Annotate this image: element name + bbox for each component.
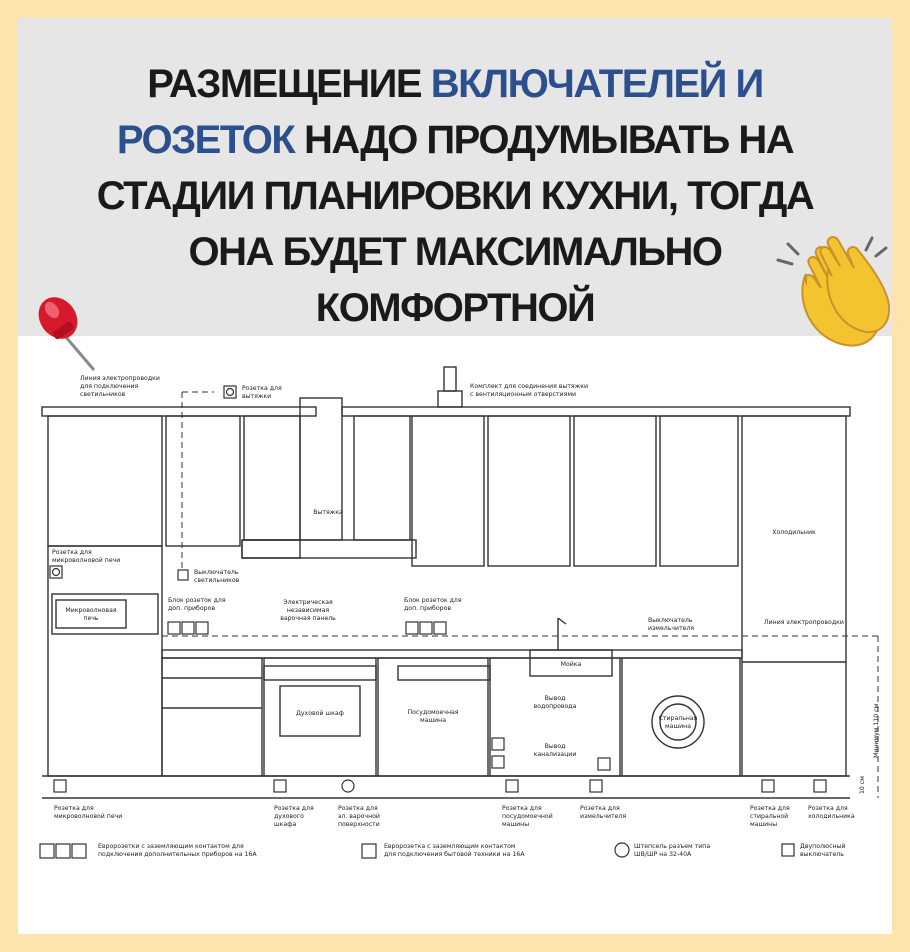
label-hood-socket-2: вытяжки xyxy=(242,393,271,400)
bottom-label-fridge-2: холодильника xyxy=(808,813,855,820)
label-min-height: Минимум 110 см xyxy=(873,703,880,758)
label-wiring-lights-2: для подключения xyxy=(80,383,138,390)
sink-bowl xyxy=(529,649,613,677)
label-wiring-lights-1: Линия электропроводки xyxy=(80,375,160,382)
label-micro-socket-2: микроволновой печи xyxy=(52,556,120,564)
title-highlight-1: ВКЛЮЧАТЕЛЕЙ И xyxy=(430,62,765,106)
label-fridge: Холодильник xyxy=(772,529,816,536)
label-light-switch-2: светильников xyxy=(194,577,240,584)
title-part-5: КОМФОРТНОЙ xyxy=(315,286,596,330)
label-wiring-lights-3: светильников xyxy=(80,391,126,398)
label-vent-kit-2: с вентиляционным отверстиями xyxy=(470,391,576,398)
label-dishwasher-1: Посудомоечная xyxy=(407,709,458,716)
label-extra-block-2: доп. приборов xyxy=(168,604,215,612)
poster-title: РАЗМЕЩЕНИЕ ВКЛЮЧАТЕЛЕЙ И РОЗЕТОК НАДО ПР… xyxy=(38,56,872,336)
bottom-label-oven-1: Розетка для xyxy=(274,805,314,812)
label-grinder-switch-1: Выключатель xyxy=(648,617,693,624)
bottom-label-micro-2: микроволновой печи xyxy=(54,812,122,820)
upper-cabinet-2 xyxy=(165,415,241,547)
legend-euro-block-1: Евророзетки с заземляющим контактом для xyxy=(98,843,244,850)
bottom-label-wm-2: стиральной xyxy=(750,812,788,820)
upper-cabinet-4 xyxy=(487,415,571,567)
label-height-10: 10 см xyxy=(859,776,866,794)
bottom-label-wm-3: машины xyxy=(750,821,777,828)
label-water-2: водопровода xyxy=(534,703,577,710)
cornice-left xyxy=(41,406,317,417)
bottom-label-micro-1: Розетка для xyxy=(54,805,94,812)
upper-cabinet-6 xyxy=(659,415,739,567)
label-light-switch-1: Выключатель xyxy=(194,569,239,576)
legend-switch-1: Двуполюсный xyxy=(800,842,846,850)
cornice-right xyxy=(341,406,851,417)
label-washer-1: Стиральная xyxy=(659,715,698,722)
drawer-unit xyxy=(161,657,263,777)
clapping-hands-icon xyxy=(776,236,891,347)
title-part-3: СТАДИИ ПЛАНИРОВКИ КУХНИ, ТОГДА xyxy=(96,174,815,218)
label-wiring-line: Линия электропроводки xyxy=(764,619,844,626)
legend-switch-2: выключатель xyxy=(800,851,844,858)
label-microwave-1: Микроволновая xyxy=(65,607,116,614)
bottom-label-wm-1: Розетка для xyxy=(750,805,790,812)
hood-body xyxy=(241,539,417,559)
upper-cabinet-1 xyxy=(47,415,163,547)
header-banner: РАЗМЕЩЕНИЕ ВКЛЮЧАТЕЛЕЙ И РОЗЕТОК НАДО ПР… xyxy=(18,18,892,336)
oven-unit xyxy=(263,657,377,777)
legend-plug-1: Штепсель разъем типа xyxy=(634,843,710,850)
label-extra-block-1: Блок розеток для xyxy=(168,597,226,604)
label-water-1: Вывод xyxy=(545,695,566,702)
pushpin-icon xyxy=(38,297,96,371)
label-grinder-switch-2: измельчителя xyxy=(648,625,694,632)
bottom-label-dw-2: посудомоечной xyxy=(502,812,553,820)
label-micro-socket-1: Розетка для xyxy=(52,549,92,556)
microwave xyxy=(51,593,159,635)
label-dishwasher-2: машина xyxy=(420,717,446,724)
legend-plug-2: ШВ/ШР на 32-40А xyxy=(634,851,692,858)
bottom-label-dw-3: машины xyxy=(502,821,529,828)
title-part-2: НАДО ПРОДУМЫВАТЬ НА xyxy=(294,118,795,162)
title-part-4: ОНА БУДЕТ МАКСИМАЛЬНО xyxy=(188,230,723,274)
bottom-label-grinder-1: Розетка для xyxy=(580,805,620,812)
legend-icons xyxy=(39,842,795,859)
kitchen-diagram: Линия электропроводки для подключения св… xyxy=(39,366,880,859)
label-sewer-1: Вывод xyxy=(545,743,566,750)
label-sink: Мойка xyxy=(561,660,582,668)
title-highlight-2: РОЗЕТОК xyxy=(116,118,296,162)
label-hood: Вытяжка xyxy=(313,509,343,516)
washer-door xyxy=(651,695,705,749)
bottom-label-dw-1: Розетка для xyxy=(502,805,542,812)
oven-window xyxy=(279,685,361,737)
bottom-label-oven-3: шкафа xyxy=(274,821,296,828)
label-sewer-2: канализации xyxy=(534,751,577,758)
bottom-label-grinder-2: измельчителя xyxy=(580,813,626,820)
label-oven: Духовой шкаф xyxy=(296,709,344,717)
legend-euro-single-1: Евророзетка с заземляющим контактом xyxy=(384,843,516,850)
fridge-unit xyxy=(741,415,847,777)
bottom-label-hob-2: эл. варочной xyxy=(338,812,380,820)
upper-cabinet-5 xyxy=(573,415,657,567)
bottom-label-fridge-1: Розетка для xyxy=(808,805,848,812)
bottom-label-hob-1: Розетка для xyxy=(338,805,378,812)
legend-euro-block-2: подключения дополнительных приборов на 1… xyxy=(98,850,257,858)
label-microwave-2: печь xyxy=(83,615,99,622)
poster-frame: РАЗМЕЩЕНИЕ ВКЛЮЧАТЕЛЕЙ И РОЗЕТОК НАДО ПР… xyxy=(18,18,892,934)
legend-euro-single-2: для подключения бытовой техники на 16А xyxy=(384,850,525,858)
label-hob-3: варочная панель xyxy=(280,615,336,622)
upper-cabinet-3 xyxy=(411,415,485,567)
tall-unit-left xyxy=(47,545,163,777)
hood-chimney xyxy=(299,397,343,541)
bottom-label-hob-3: поверхности xyxy=(338,821,380,828)
label-hob-1: Электрическая xyxy=(283,599,333,606)
title-part-1: РАЗМЕЩЕНИЕ xyxy=(147,62,431,106)
countertop xyxy=(161,649,743,659)
label-extra-block-3: Блок розеток для xyxy=(404,597,462,604)
label-hood-socket-1: Розетка для xyxy=(242,385,282,392)
label-hob-2: независимая xyxy=(287,607,329,614)
label-extra-block-4: доп. приборов xyxy=(404,604,451,612)
label-washer-2: машина xyxy=(665,723,691,730)
label-vent-kit-1: Комплект для соединения вытяжки xyxy=(470,383,588,390)
bottom-label-oven-2: духового xyxy=(274,813,304,820)
